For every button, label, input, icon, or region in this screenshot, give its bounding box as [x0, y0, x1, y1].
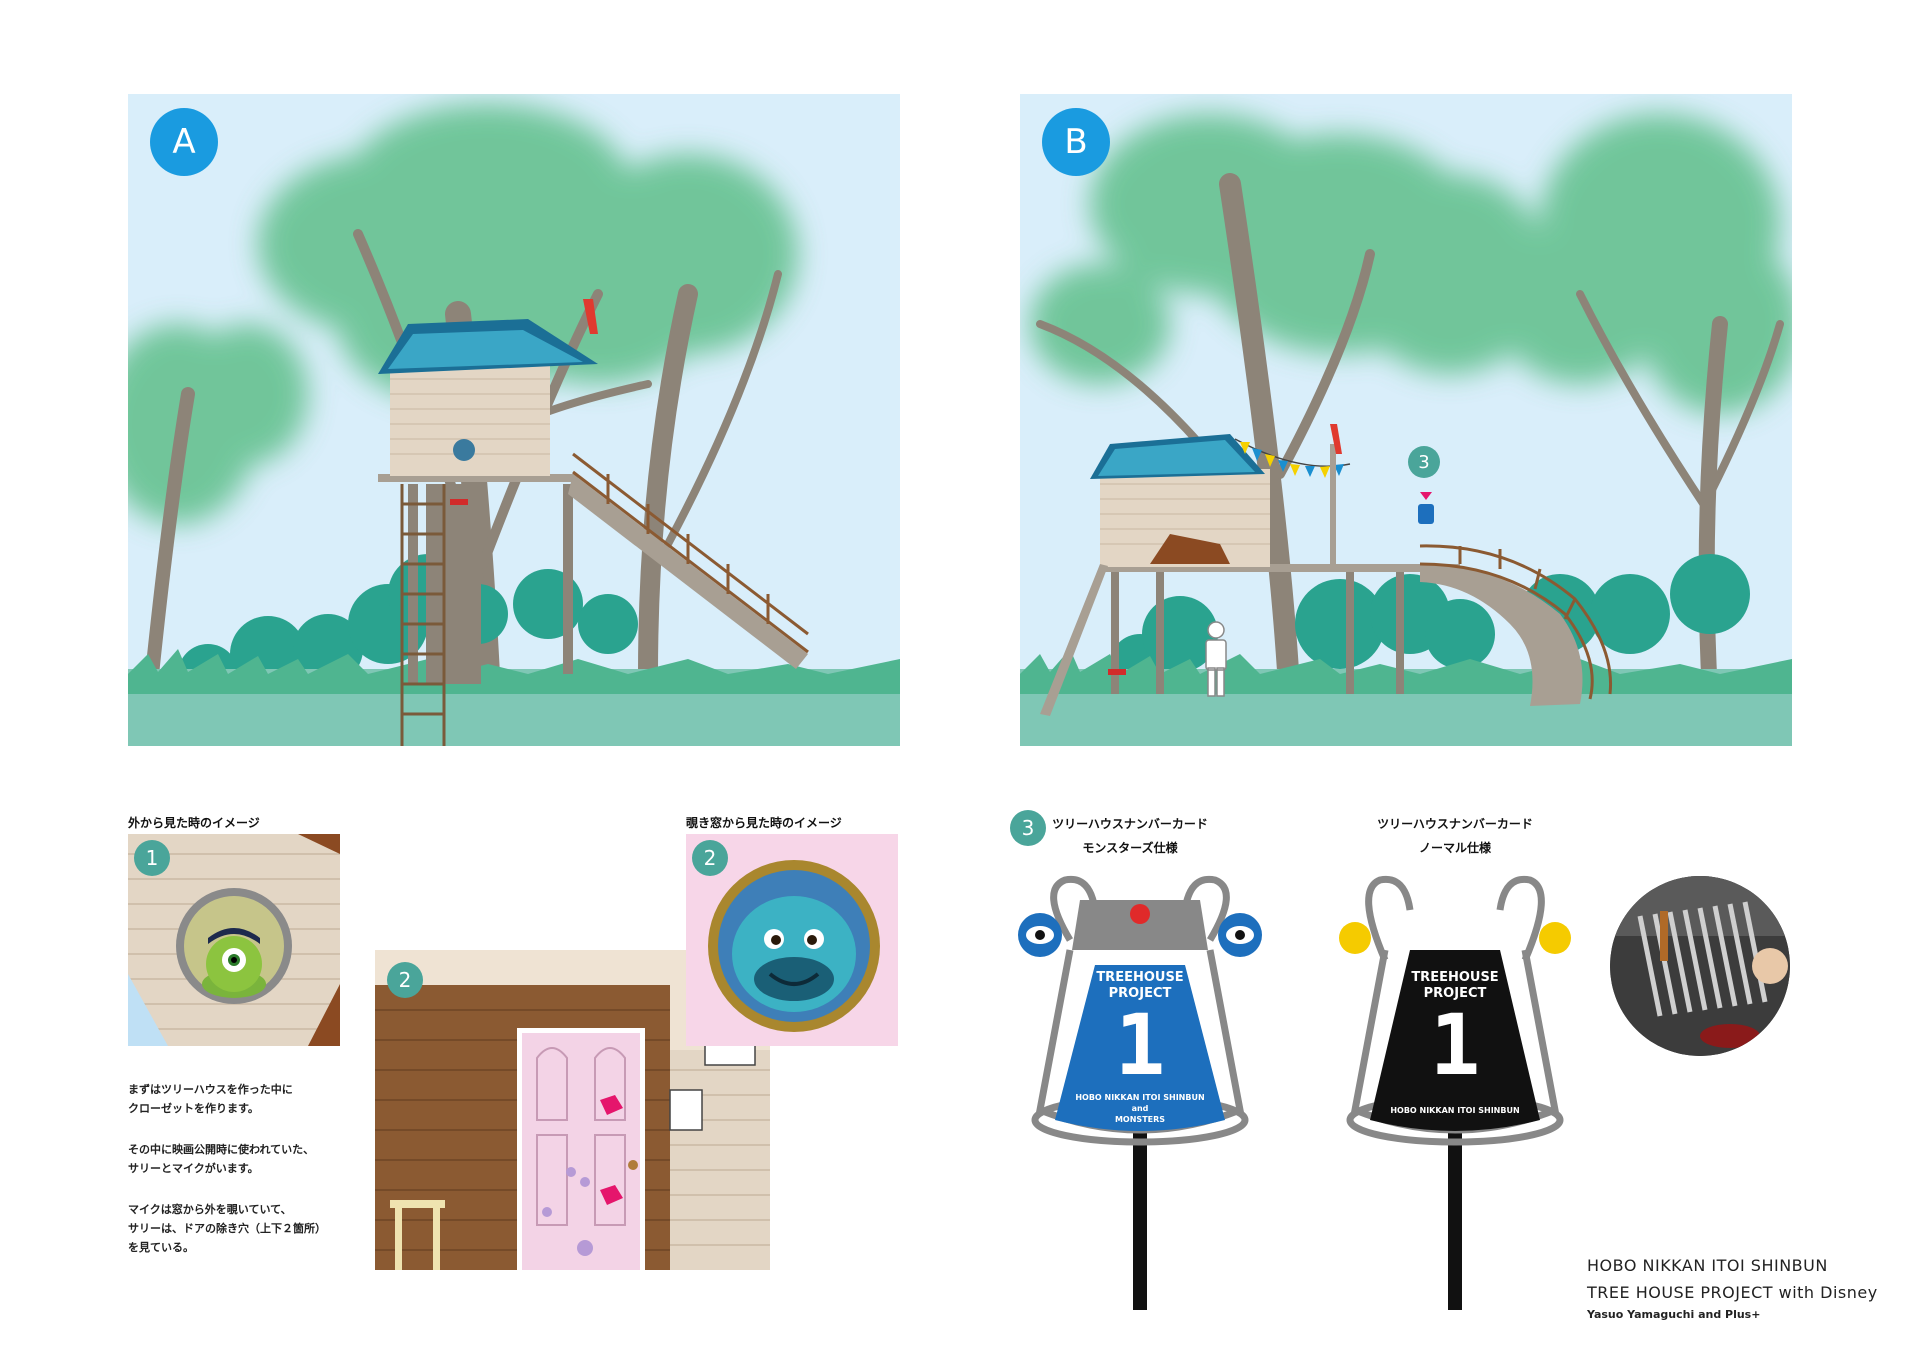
description-paragraph: まずはツリーハウスを作った中に クローゼットを作ります。 [128, 1083, 293, 1115]
panel-2-door-badge: 2 [387, 962, 423, 998]
panel-1-caption: 外から見た時のイメージ [128, 816, 260, 830]
monsters-card-footer: HOBO NIKKAN ITOI SHINBUN and MONSTERS [1075, 1093, 1205, 1124]
monsters-card-caption-line1: ツリーハウスナンバーカード [1052, 817, 1208, 831]
scene-b: B 3 [1020, 94, 1792, 746]
description: まずはツリーハウスを作った中に クローゼットを作ります。 その中に映画公開時に使… [128, 1080, 368, 1279]
normal-card-caption-line1: ツリーハウスナンバーカード [1377, 817, 1533, 831]
normal-card-footer: HOBO NIKKAN ITOI SHINBUN [1390, 1106, 1520, 1115]
monsters-number-card: TREEHOUSE PROJECT 1 HOBO NIKKAN ITOI SHI… [1010, 870, 1270, 1310]
panel-2-peep-image: 2 [686, 834, 898, 1046]
monsters-card-caption: ツリーハウスナンバーカード モンスターズ仕様 [1010, 812, 1250, 860]
monsters-card-caption-line2: モンスターズ仕様 [1082, 841, 1178, 855]
scene-a-badge: A [150, 108, 218, 176]
door-illustration [375, 950, 770, 1270]
panel-1-badge: 1 [134, 840, 170, 876]
credit-line-2: TREE HOUSE PROJECT with Disney [1587, 1283, 1878, 1302]
scene-b-illustration [1020, 94, 1792, 746]
normal-number-card: TREEHOUSE PROJECT 1 HOBO NIKKAN ITOI SHI… [1325, 870, 1585, 1310]
monsters-card-title: TREEHOUSE PROJECT [1096, 970, 1184, 1001]
credit-line-1: HOBO NIKKAN ITOI SHINBUN [1587, 1256, 1828, 1275]
panel-1-image: 1 [128, 834, 340, 1046]
description-paragraph: その中に映画公開時に使われていた、 サリーとマイクがいます。 [128, 1143, 315, 1175]
normal-card-frame [1339, 875, 1571, 1310]
normal-card-number: 1 [1429, 996, 1481, 1094]
credit-line-3: Yasuo Yamaguchi and Plus+ [1587, 1308, 1761, 1321]
normal-card-caption: ツリーハウスナンバーカード ノーマル仕様 [1335, 812, 1575, 860]
scene-a: A [128, 94, 900, 746]
sulley-peephole-illustration [686, 834, 898, 1046]
normal-card-caption-line2: ノーマル仕様 [1418, 841, 1491, 855]
card-section-badge: 3 [1010, 810, 1046, 846]
xylophone-illustration [1610, 876, 1790, 1056]
normal-card-title: TREEHOUSE PROJECT [1411, 970, 1499, 1001]
scene-a-illustration [128, 94, 900, 746]
scene-b-badge: B [1042, 108, 1110, 176]
panel-2-peep-badge: 2 [692, 840, 728, 876]
xylophone-photo [1610, 876, 1790, 1056]
credit-block: HOBO NIKKAN ITOI SHINBUN TREE HOUSE PROJ… [1587, 1252, 1878, 1321]
description-paragraph: マイクは窓から外を覗いていて、 サリーは、ドアの除き穴（上下２箇所） を見ている… [128, 1203, 326, 1254]
scene-b-marker-badge: 3 [1408, 446, 1440, 478]
panel-2-peep-caption: 覗き窓から見た時のイメージ [686, 816, 842, 830]
monsters-card-number: 1 [1114, 996, 1166, 1094]
monsters-card-frame [1018, 875, 1262, 1310]
